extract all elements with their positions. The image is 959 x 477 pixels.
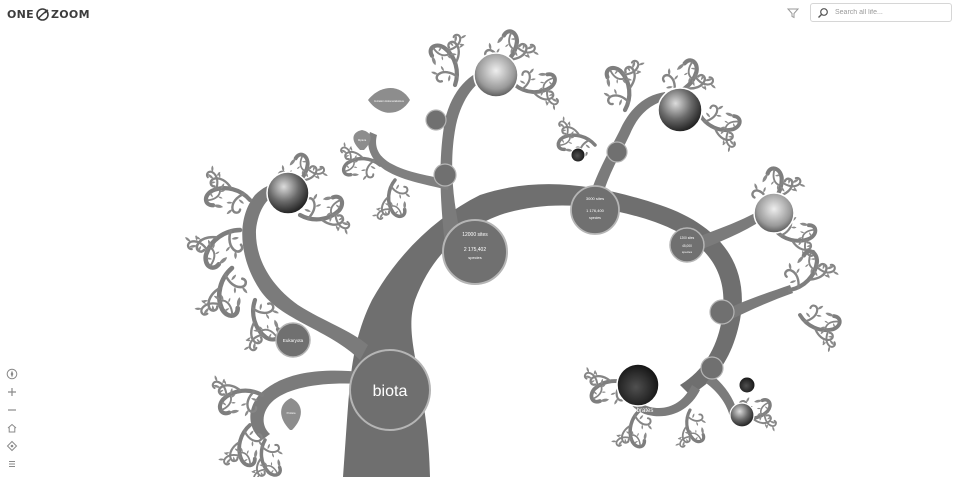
- location-button[interactable]: [5, 439, 19, 453]
- right-hub-line3: species: [589, 216, 601, 220]
- location-icon: [6, 440, 18, 452]
- mid-right-hub-line1: 1200 sites: [680, 236, 695, 240]
- top-bar: ONE ZOOM: [0, 0, 959, 28]
- frond-cluster-bottom-left[interactable]: [203, 358, 294, 477]
- onezoom-logo[interactable]: ONE ZOOM: [7, 6, 90, 22]
- tree-trunk[interactable]: [343, 184, 742, 477]
- leaf-node-bottom-left[interactable]: [281, 398, 301, 430]
- upper-branch[interactable]: [440, 68, 492, 245]
- bottom-right-branch[interactable]: [626, 382, 700, 417]
- compass-button[interactable]: [5, 367, 19, 381]
- zoom-out-button[interactable]: [5, 403, 19, 417]
- mid-right-hub-line3: species: [682, 250, 693, 254]
- right-middle-branch[interactable]: [690, 210, 765, 252]
- search-bar[interactable]: [810, 3, 952, 22]
- right-upper-branch[interactable]: [590, 92, 667, 198]
- leaf-node-left[interactable]: [353, 130, 371, 150]
- leaf-node-bottom-left-label: Protista: [287, 411, 296, 415]
- root-node[interactable]: [349, 349, 431, 431]
- species-image-node[interactable]: [266, 171, 310, 215]
- species-image-node[interactable]: [729, 402, 755, 428]
- search-input[interactable]: [833, 8, 949, 17]
- settings-button[interactable]: [5, 457, 19, 471]
- home-button[interactable]: [5, 421, 19, 435]
- left-branch[interactable]: [242, 183, 368, 360]
- zoom-in-button[interactable]: [5, 385, 19, 399]
- left-lower-branch[interactable]: [250, 370, 362, 440]
- main-hub-node[interactable]: [442, 219, 508, 285]
- branch-node[interactable]: [606, 141, 628, 163]
- species-image-node[interactable]: [657, 87, 703, 133]
- compass-icon: [6, 368, 18, 380]
- logo-text-zoom: ZOOM: [50, 7, 90, 21]
- main-hub-line2: 2 175,402: [464, 247, 486, 253]
- left-branch-node[interactable]: [275, 322, 311, 358]
- vertebrates-label: Vertebrates: [623, 408, 654, 414]
- branch-node[interactable]: [425, 109, 447, 131]
- species-image-node[interactable]: [738, 376, 756, 394]
- species-image-node[interactable]: [753, 192, 795, 234]
- mid-right-hub-line2: 45,000: [682, 244, 692, 248]
- main-hub-line1: 12000 sites: [462, 232, 488, 238]
- right-lower-branch[interactable]: [725, 285, 793, 320]
- filter-button[interactable]: [786, 6, 800, 20]
- settings-icon: [9, 461, 15, 467]
- left-branch-node-label: Eukaryota: [283, 338, 304, 343]
- root-node-label: biota: [373, 383, 408, 400]
- logo-text-one: ONE: [7, 7, 34, 21]
- branch-node[interactable]: [709, 299, 735, 325]
- right-hub-node[interactable]: [570, 185, 620, 235]
- search-icon[interactable]: [817, 7, 829, 19]
- leaf-node-top-label: Invitation Holometabolous: [374, 99, 405, 103]
- map-controls: [5, 367, 19, 475]
- globe-leaf-icon: [36, 7, 49, 21]
- species-image-node[interactable]: [570, 147, 586, 163]
- species-image-node[interactable]: [616, 363, 660, 407]
- mid-right-hub-node[interactable]: [669, 227, 705, 263]
- species-image-node[interactable]: [473, 52, 519, 98]
- zoom-in-icon: [8, 388, 16, 396]
- branch-node[interactable]: [433, 163, 457, 187]
- main-hub-line3: species: [468, 255, 482, 260]
- home-icon: [7, 423, 17, 433]
- leaf-node-left-label: Diptera: [358, 138, 367, 142]
- branch-node[interactable]: [700, 356, 724, 380]
- right-hub-line1: 3000 sites: [586, 196, 604, 201]
- right-hub-line2: 1 176,400: [586, 208, 605, 213]
- filter-icon: [786, 8, 800, 19]
- zoom-out-icon: [8, 409, 16, 411]
- leaf-node-top[interactable]: [368, 87, 410, 113]
